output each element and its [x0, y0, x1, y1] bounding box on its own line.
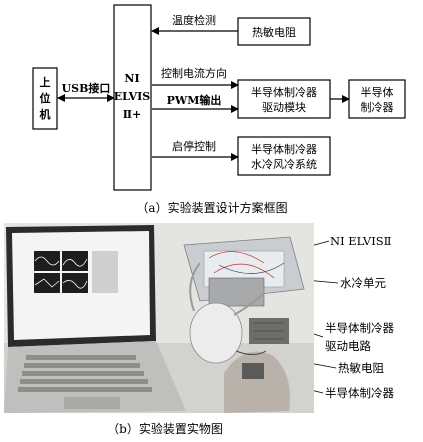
cooler-box [348, 79, 406, 119]
photo-label-thermistor: 热敏电阻 [338, 361, 384, 375]
photo-label-driver-circuit-2: 驱动电路 [325, 339, 371, 353]
elvis-box [113, 4, 152, 191]
elvis-label-2: ELVIS [114, 90, 150, 103]
water-system-label-2: 水冷风冷系统 [251, 158, 317, 171]
water-container [189, 302, 243, 364]
cooler-label-1: 半导体 [361, 85, 394, 99]
thermistor-label: 热敏电阻 [252, 25, 296, 39]
temp-detect-label: 温度检测 [172, 13, 216, 27]
photo-label-elvis: NI ELVISⅡ [330, 234, 392, 248]
apparatus-photo [4, 223, 314, 413]
photo-label-water-unit: 水冷单元 [340, 276, 386, 290]
cooler-label-2: 制冷器 [361, 101, 394, 114]
host-pc-label-2: 位 [40, 91, 51, 105]
cooler-module [242, 363, 264, 379]
host-pc-label-3: 机 [40, 107, 51, 121]
photo-label-driver-circuit-1: 半导体制冷器 [325, 321, 394, 335]
current-direction-label: 控制电流方向 [161, 66, 227, 80]
elvis-label-3: Ⅱ+ [123, 108, 142, 121]
caption-a: （a）实验装置设计方案框图 [136, 200, 287, 215]
start-stop-label: 启停控制 [172, 139, 216, 153]
driver-module-box [237, 79, 331, 119]
water-system-box [237, 136, 331, 176]
caption-b: （b）实验装置实物图 [107, 421, 223, 436]
apparatus-photo-drawing [4, 223, 314, 413]
driver-module-label-2: 驱动模块 [262, 101, 306, 114]
driver-module-label-1: 半导体制冷器 [251, 85, 317, 99]
elvis-label-1: NI [124, 72, 139, 85]
hand [224, 351, 290, 413]
host-pc-label-1: 上 [40, 75, 51, 89]
photo-label-cooler: 半导体制冷器 [325, 386, 394, 400]
usb-label: USB接口 [62, 81, 111, 95]
host-pc-box [32, 67, 58, 130]
water-system-label-1: 半导体制冷器 [251, 142, 317, 156]
pwm-label: PWM输出 [167, 93, 222, 107]
water-unit [208, 277, 265, 307]
thermistor-box [237, 17, 311, 46]
